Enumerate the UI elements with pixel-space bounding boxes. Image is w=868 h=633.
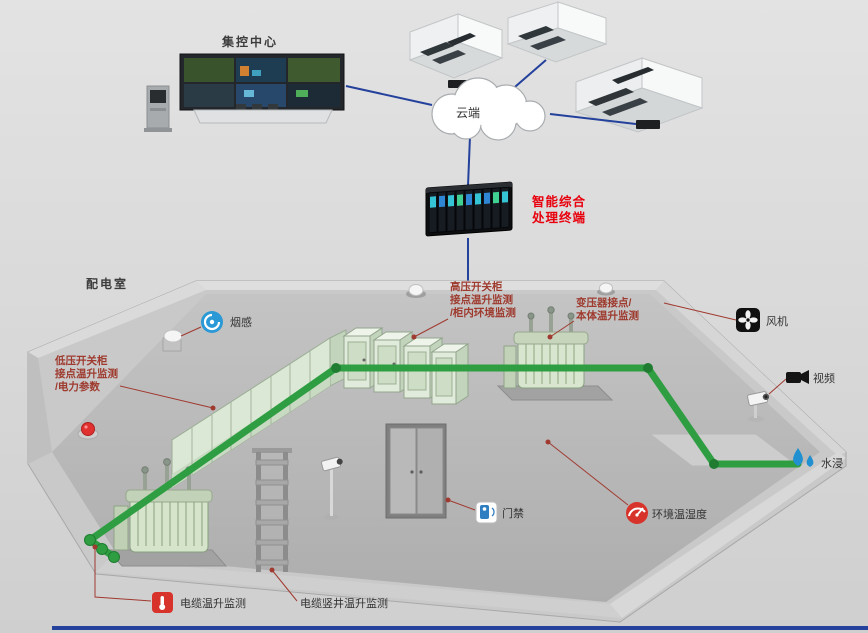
slab-edge-front	[96, 560, 622, 618]
cctv-camera-door	[320, 456, 343, 520]
hv-switchgear	[342, 327, 470, 405]
cable-shaft	[252, 448, 292, 572]
slab-edge-right	[610, 452, 846, 618]
cable-tray	[84, 363, 802, 563]
hv-label-3: /柜内环境监测	[450, 306, 516, 319]
parapet-back	[196, 281, 664, 290]
station-building-2	[506, 1, 608, 63]
env-callout: 环境温湿度	[626, 502, 707, 524]
transformer-label-2: 本体温升监测	[576, 309, 639, 322]
room-label: 配电室	[86, 276, 128, 291]
video-label: 视频	[813, 371, 835, 385]
water-callout: 水浸	[793, 448, 843, 470]
kiosk-cabinet	[144, 85, 172, 132]
video-wall	[179, 53, 345, 111]
fan-callout: 风机	[736, 308, 788, 332]
control-center-label: 集控中心	[221, 34, 278, 49]
lv-label-3: /电力参数	[55, 380, 100, 393]
transformer-label-1: 变压器接点/	[576, 296, 631, 309]
cloud-label: 云端	[456, 106, 480, 120]
smoke-detector-dome-1	[162, 329, 183, 352]
door-access-callout: 门禁	[475, 501, 524, 524]
terminal-label-line1: 智能综合	[531, 194, 586, 209]
video-icon	[786, 370, 809, 384]
transformer-secondary	[106, 458, 228, 567]
lv-label-2: 接点温升监测	[55, 367, 118, 380]
smoke-callout: 烟感	[201, 311, 252, 333]
leader-lines	[92, 302, 787, 602]
cable-temp-icon	[152, 592, 173, 613]
terminal-label-line2: 处理终端	[531, 210, 586, 225]
smoke-detector-dome-2	[406, 284, 426, 298]
fan-label: 风机	[766, 314, 788, 328]
control-center: 集控中心	[144, 34, 345, 132]
lv-label-block: 低压开关柜 接点温升监测 /电力参数	[54, 354, 118, 393]
hv-label-block: 高压开关柜 接点温升监测 /柜内环境监测	[450, 280, 516, 319]
door-access-label: 门禁	[502, 506, 524, 520]
water-icon	[793, 448, 814, 467]
smoke-label: 烟感	[230, 315, 252, 329]
smoke-sensor-icon	[201, 311, 223, 333]
transformer-label-block: 变压器接点/ 本体温升监测	[576, 296, 639, 322]
operator-desk	[193, 104, 333, 124]
cable-temp-label: 电缆温升监测	[180, 597, 246, 610]
cable-temp-callout: 电缆温升监测	[152, 592, 246, 613]
station-building-1	[408, 13, 504, 88]
hv-label-1: 高压开关柜	[450, 280, 503, 293]
transformer-main	[496, 306, 614, 401]
water-label: 水浸	[821, 457, 843, 470]
env-label: 环境温湿度	[652, 507, 707, 521]
hv-label-2: 接点温升监测	[450, 293, 513, 306]
door-access-icon	[475, 501, 498, 524]
video-callout: 视频	[786, 370, 835, 385]
gateway-device-3	[636, 120, 660, 129]
remote-stations	[408, 1, 704, 133]
cable-shaft-callout: 电缆竖井温升监测	[300, 596, 388, 610]
alarm-beacon	[77, 422, 99, 440]
cable-shaft-label: 电缆竖井温升监测	[300, 596, 388, 610]
bottom-accent-bar	[52, 626, 868, 630]
door	[385, 423, 447, 519]
cloud: 云端	[431, 77, 546, 141]
cctv-camera-right	[747, 391, 770, 422]
distribution-room: 配电室	[27, 276, 847, 623]
lv-label-1: 低压开关柜	[54, 354, 108, 367]
module-screens	[430, 191, 508, 208]
smoke-detector-dome-3	[597, 282, 615, 296]
wall-left-face	[28, 352, 52, 464]
terminal-rack: 智能综合 处理终端	[425, 181, 586, 237]
parapet-left	[28, 281, 206, 358]
env-sensor-icon	[626, 502, 648, 524]
fan-icon	[736, 308, 760, 332]
parapet-right	[656, 281, 846, 456]
